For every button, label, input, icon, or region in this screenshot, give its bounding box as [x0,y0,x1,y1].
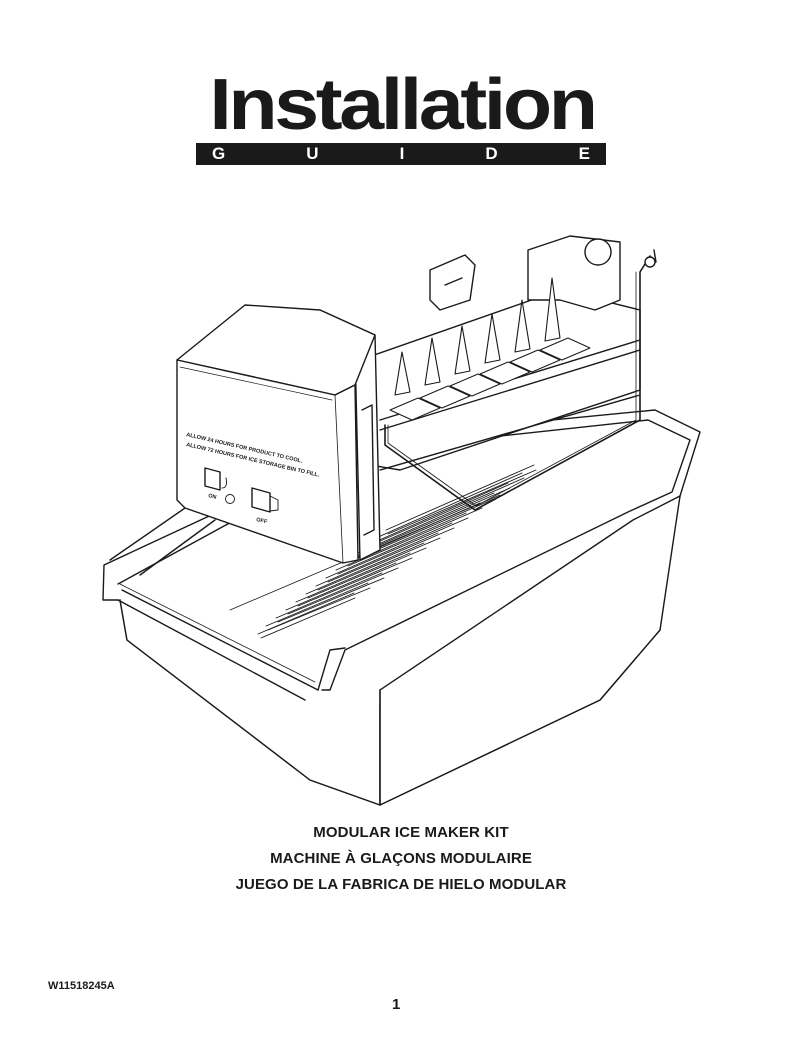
title-french: MACHINE À GLAÇONS MODULAIRE [270,850,532,867]
guide-letter: D [485,144,498,163]
title-spanish: JUEGO DE LA FABRICA DE HIELO MODULAR [235,876,567,893]
ice-maker-illustration: ALLOW 24 HOURS FOR PRODUCT TO COOL. ALLO… [102,235,701,806]
product-titles: MODULAR ICE MAKER KIT MACHINE À GLAÇONS … [0,820,802,898]
guide-letter: G [212,144,226,163]
ice-bin [102,409,701,806]
ice-mold-tray [359,235,657,511]
installation-title: Installation [209,65,598,145]
switch-off-label: OFF [256,517,269,525]
switch-on-label: ON [208,493,217,501]
guide-letter: I [399,144,405,163]
control-housing [109,304,381,576]
title-english: MODULAR ICE MAKER KIT [313,824,509,841]
guide-letter: U [306,144,319,163]
part-number: W11518245A [48,980,115,992]
page-number: 1 [392,996,401,1013]
guide-banner: G U I D E [196,143,606,165]
guide-letter: E [578,144,590,163]
